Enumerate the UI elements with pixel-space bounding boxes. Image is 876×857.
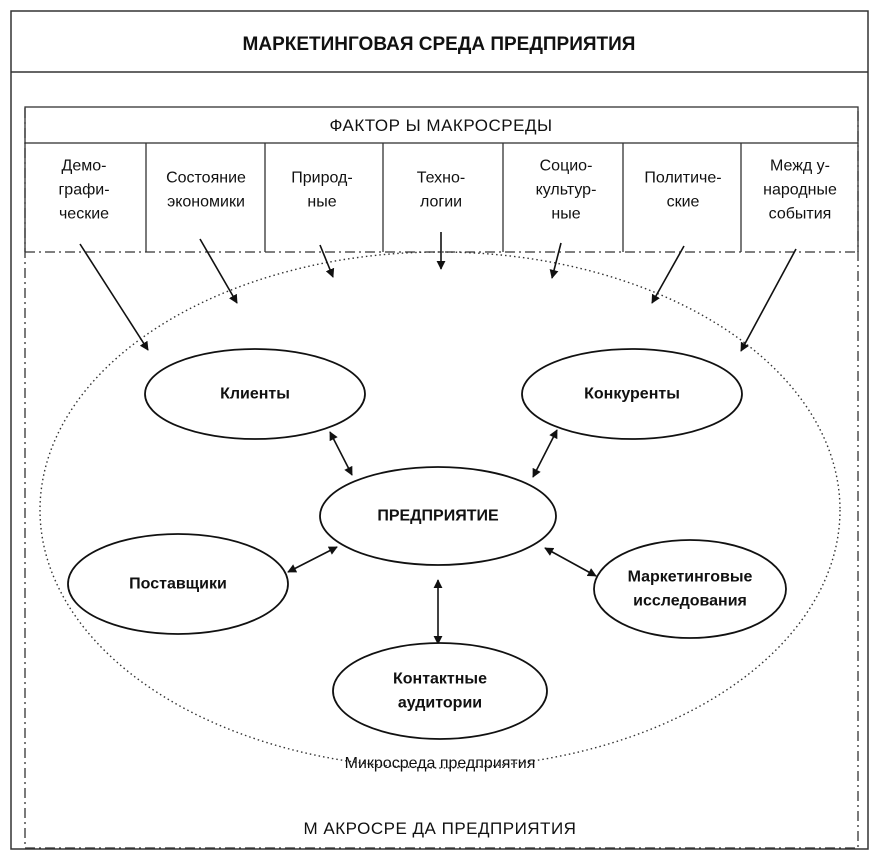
- enterprise-connections: [287, 429, 597, 645]
- diagram-title: МАРКЕТИНГОВАЯ СРЕДА ПРЕДПРИЯТИЯ: [243, 34, 636, 55]
- outer-frame: [10, 10, 869, 850]
- factor-7: Межд у-народные события: [763, 158, 837, 223]
- label-line: Клиенты: [220, 386, 290, 403]
- label-line: Природ-: [291, 170, 352, 187]
- label-line: экономики: [167, 194, 245, 211]
- label-line: ские: [667, 194, 700, 211]
- factor-6: Политиче-ские: [644, 170, 721, 211]
- label-line: аудитории: [398, 695, 482, 712]
- audiences-ellipse: [332, 642, 548, 740]
- arrow-natural: [319, 244, 335, 278]
- arrow-political: [651, 245, 685, 304]
- label-line: Состояние: [166, 170, 246, 187]
- link-research: [544, 547, 597, 577]
- label-line: Поставщики: [129, 576, 227, 593]
- enterprise-ellipse: [319, 466, 557, 566]
- arrow-sociocultural: [549, 242, 562, 279]
- label-line: Контактные: [393, 671, 487, 688]
- link-clients: [329, 431, 353, 476]
- clients-label: Клиенты: [220, 386, 290, 403]
- label-line: Политиче-: [644, 170, 721, 187]
- label-line: ные: [307, 194, 336, 211]
- factor-1: Демо-графи-ческие: [58, 158, 109, 223]
- label-line: Маркетинговые: [628, 569, 753, 586]
- node-clients: Клиенты: [144, 348, 366, 440]
- factor-dividers: [24, 143, 859, 252]
- arrow-demographic: [79, 243, 149, 351]
- label-line: Социо-: [540, 158, 593, 175]
- suppliers-label: Поставщики: [129, 576, 227, 593]
- factor-labels: Демо-графи-ческие Состояние экономики Приро…: [58, 158, 837, 223]
- link-competitors: [532, 429, 558, 478]
- label-line: Техно-: [417, 170, 465, 187]
- label-line: Конкуренты: [584, 386, 680, 403]
- micro-environment-label: Микросреда предприятия: [345, 755, 536, 772]
- factor-5: Социо-культур-ные: [536, 158, 597, 223]
- label-line: культур-: [536, 182, 597, 199]
- macro-environment-label: М АКРОСРЕ ДА ПРЕДПРИЯТИЯ: [304, 819, 577, 838]
- factor-4: Техно-логии: [417, 170, 465, 211]
- macro-environment-boundary: [24, 108, 859, 849]
- suppliers-ellipse: [67, 533, 289, 635]
- factor-2: Состояние экономики: [166, 170, 246, 211]
- label-line: события: [769, 206, 832, 223]
- label-line: Демо-: [62, 158, 107, 175]
- factor-arrows: [79, 232, 797, 352]
- research-ellipse: [593, 539, 787, 639]
- link-suppliers: [287, 546, 338, 573]
- label-line: ПРЕДПРИЯТИЕ: [377, 508, 499, 525]
- audiences-label: Контактные аудитории: [393, 671, 487, 712]
- competitors-ellipse: [521, 348, 743, 440]
- label-line: народные: [763, 182, 837, 199]
- node-marketing-research: Маркетинговые исследования: [593, 539, 787, 639]
- enterprise-label: ПРЕДПРИЯТИЕ: [377, 508, 499, 525]
- node-competitors: Конкуренты: [521, 348, 743, 440]
- factors-header: ФАКТОР Ы МАКРОСРЕДЫ: [329, 116, 552, 135]
- label-line: ные: [551, 206, 580, 223]
- node-contact-audiences: Контактные аудитории: [332, 642, 548, 740]
- label-line: исследования: [633, 593, 747, 610]
- label-line: Межд у-: [770, 158, 830, 175]
- factors-header-box: [24, 106, 859, 144]
- research-label: Маркетинговые исследования: [628, 569, 753, 610]
- competitors-label: Конкуренты: [584, 386, 680, 403]
- clients-ellipse: [144, 348, 366, 440]
- node-suppliers: Поставщики: [67, 533, 289, 635]
- factor-3: Природ-ные: [291, 170, 352, 211]
- arrow-economy: [199, 238, 238, 304]
- label-line: логии: [420, 194, 462, 211]
- label-line: графи-: [58, 182, 109, 199]
- node-enterprise: ПРЕДПРИЯТИЕ: [319, 466, 557, 566]
- micro-environment-boundary: [39, 251, 841, 769]
- arrow-international: [740, 248, 797, 352]
- label-line: ческие: [59, 206, 109, 223]
